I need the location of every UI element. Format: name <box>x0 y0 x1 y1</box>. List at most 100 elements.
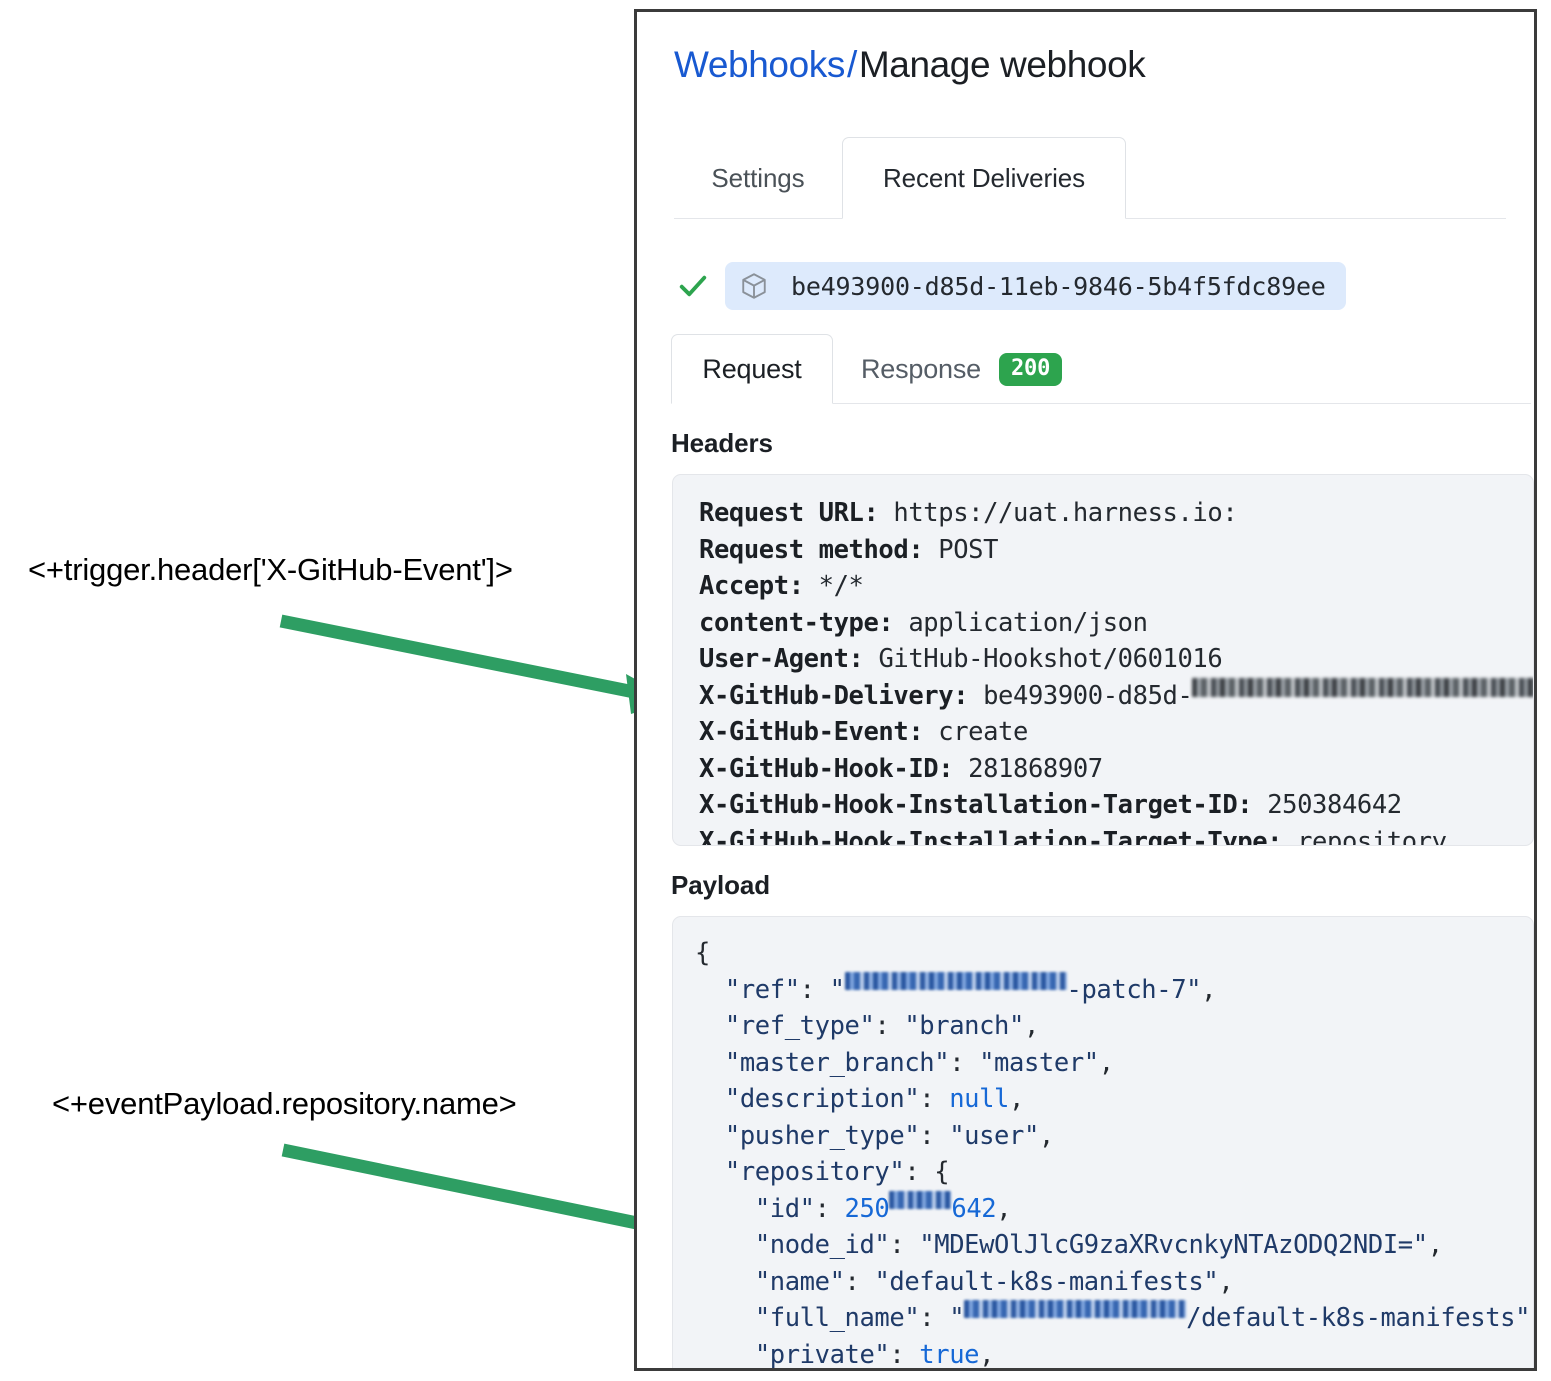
payload-line: "ref_type": "branch", <box>695 1008 1533 1045</box>
redacted-text <box>1192 677 1533 697</box>
indent <box>695 1011 725 1041</box>
headers-section-title: Headers <box>671 428 773 458</box>
request-response-tabs: Request Response 200 <box>671 334 1531 404</box>
json-punctuation: , <box>1530 1303 1533 1333</box>
json-punctuation: { <box>695 938 710 968</box>
tab-settings[interactable]: Settings <box>711 162 805 193</box>
json-key: "full_name" <box>754 1303 920 1333</box>
header-value: GitHub-Hookshot/0601016 <box>878 644 1223 674</box>
payload-line: "id": 250 642, <box>695 1190 1533 1228</box>
json-colon: : <box>904 1157 935 1187</box>
indent <box>695 1194 755 1224</box>
json-key: "ref_type" <box>724 1011 875 1041</box>
json-key: "ref" <box>724 974 800 1005</box>
indent <box>695 1084 725 1114</box>
payload-line: "description": null, <box>695 1081 1533 1118</box>
json-colon: : <box>949 1047 980 1078</box>
header-key: Request method: <box>699 534 939 565</box>
json-value: "user" <box>949 1120 1039 1151</box>
manage-webhook-panel: Webhooks/Manage webhook Settings Recent … <box>634 9 1537 1371</box>
indent <box>695 975 725 1005</box>
json-value: { <box>934 1157 950 1187</box>
payload-line: { <box>695 935 1533 972</box>
header-row: X-GitHub-Event: create <box>699 714 1533 751</box>
delivery-id-chip[interactable]: be493900-d85d-11eb-9846-5b4f5fdc89ee <box>725 262 1346 310</box>
annotation-trigger-header-expression: <+trigger.header['X-GitHub-Event']> <box>28 552 513 587</box>
sub-tabs-baseline <box>671 403 1531 404</box>
delivery-row[interactable]: be493900-d85d-11eb-9846-5b4f5fdc89ee <box>675 260 1346 312</box>
arrow-to-github-event <box>279 614 673 714</box>
json-value: "MDEwOlJlcG9zaXRvcnkyNTAzODQ2NDI=" <box>919 1230 1428 1260</box>
header-key: X-GitHub-Event: <box>699 717 939 747</box>
redacted-text <box>964 1300 1187 1318</box>
json-colon: : <box>919 1084 950 1114</box>
page-title: Manage webhook <box>858 44 1146 85</box>
json-value: "branch" <box>904 1011 1024 1041</box>
payload-line: "repository": { <box>695 1154 1533 1191</box>
header-row: Request URL: https://uat.harness.io: <box>699 495 1533 532</box>
header-key: X-GitHub-Hook-Installation-Target-Type: <box>699 826 1298 846</box>
json-quote: " <box>829 974 845 1005</box>
header-value: application/json <box>908 607 1148 638</box>
json-punctuation: , <box>1218 1266 1234 1297</box>
json-key: "name" <box>754 1266 845 1297</box>
header-row: X-GitHub-Delivery: be493900-d85d- <box>699 677 1533 715</box>
delivery-id-text: be493900-d85d-11eb-9846-5b4f5fdc89ee <box>791 271 1326 301</box>
json-colon: : <box>844 1266 875 1297</box>
breadcrumb: Webhooks/Manage webhook <box>674 44 1146 86</box>
json-colon: : <box>889 1230 920 1260</box>
indent <box>695 1267 755 1297</box>
header-key: X-GitHub-Delivery: <box>699 680 984 711</box>
tab-response[interactable]: Response 200 <box>833 334 1063 404</box>
header-value: 250384642 <box>1267 790 1402 820</box>
check-icon <box>679 275 707 297</box>
header-row: X-GitHub-Hook-Installation-Target-Type: … <box>699 824 1533 846</box>
json-colon: : <box>919 1303 950 1333</box>
json-colon: : <box>889 1339 920 1369</box>
json-colon: : <box>799 974 830 1005</box>
payload-line: "ref": " -patch-7", <box>695 971 1533 1009</box>
json-key: "pusher_type" <box>724 1120 920 1151</box>
payload-line: "master_branch": "master", <box>695 1045 1533 1082</box>
header-row: content-type: application/json <box>699 605 1533 642</box>
json-key: "node_id" <box>754 1230 890 1260</box>
indent <box>695 1048 725 1078</box>
header-value: be493900-d85d- <box>983 680 1193 711</box>
annotation-event-payload-expression: <+eventPayload.repository.name> <box>52 1086 517 1121</box>
payload-line: "private": true, <box>695 1337 1533 1369</box>
header-key: User-Agent: <box>699 644 879 674</box>
header-row: Accept: */* <box>699 568 1533 605</box>
status-badge: 200 <box>998 352 1063 386</box>
header-row: X-GitHub-Hook-ID: 281868907 <box>699 751 1533 788</box>
json-key: "id" <box>754 1193 815 1224</box>
json-punctuation: , <box>1038 1120 1054 1151</box>
json-value: "default-k8s-manifests" <box>874 1266 1219 1297</box>
tab-recent-deliveries[interactable]: Recent Deliveries <box>842 137 1126 219</box>
header-value: */* <box>818 571 864 601</box>
indent <box>695 1121 725 1151</box>
json-value: true <box>919 1339 980 1369</box>
payload-line: "full_name": " /default-k8s-manifests", <box>695 1300 1533 1337</box>
indent <box>695 1230 755 1260</box>
header-key: X-GitHub-Hook-ID: <box>699 753 969 784</box>
header-value: create <box>938 717 1028 747</box>
header-key: Request URL: <box>699 498 894 528</box>
json-value: 250 <box>844 1193 890 1224</box>
breadcrumb-link-webhooks[interactable]: Webhooks <box>674 44 845 85</box>
indent <box>695 1157 725 1187</box>
json-punctuation: , <box>1009 1084 1024 1114</box>
header-value: https://uat.harness.io: <box>893 498 1238 528</box>
header-value: POST <box>938 534 999 565</box>
header-value: repository <box>1297 826 1447 846</box>
payload-section-title: Payload <box>671 870 771 900</box>
json-punctuation: , <box>996 1193 1012 1224</box>
json-colon: : <box>919 1120 950 1151</box>
json-key: "master_branch" <box>724 1047 950 1078</box>
header-row: X-GitHub-Hook-Installation-Target-ID: 25… <box>699 787 1533 824</box>
json-punctuation: , <box>1023 1011 1039 1041</box>
json-key: "private" <box>754 1339 890 1369</box>
tab-request[interactable]: Request <box>671 334 833 404</box>
json-key: "description" <box>724 1084 920 1114</box>
tab-response-label: Response <box>861 353 981 384</box>
header-key: X-GitHub-Hook-Installation-Target-ID: <box>699 790 1268 820</box>
